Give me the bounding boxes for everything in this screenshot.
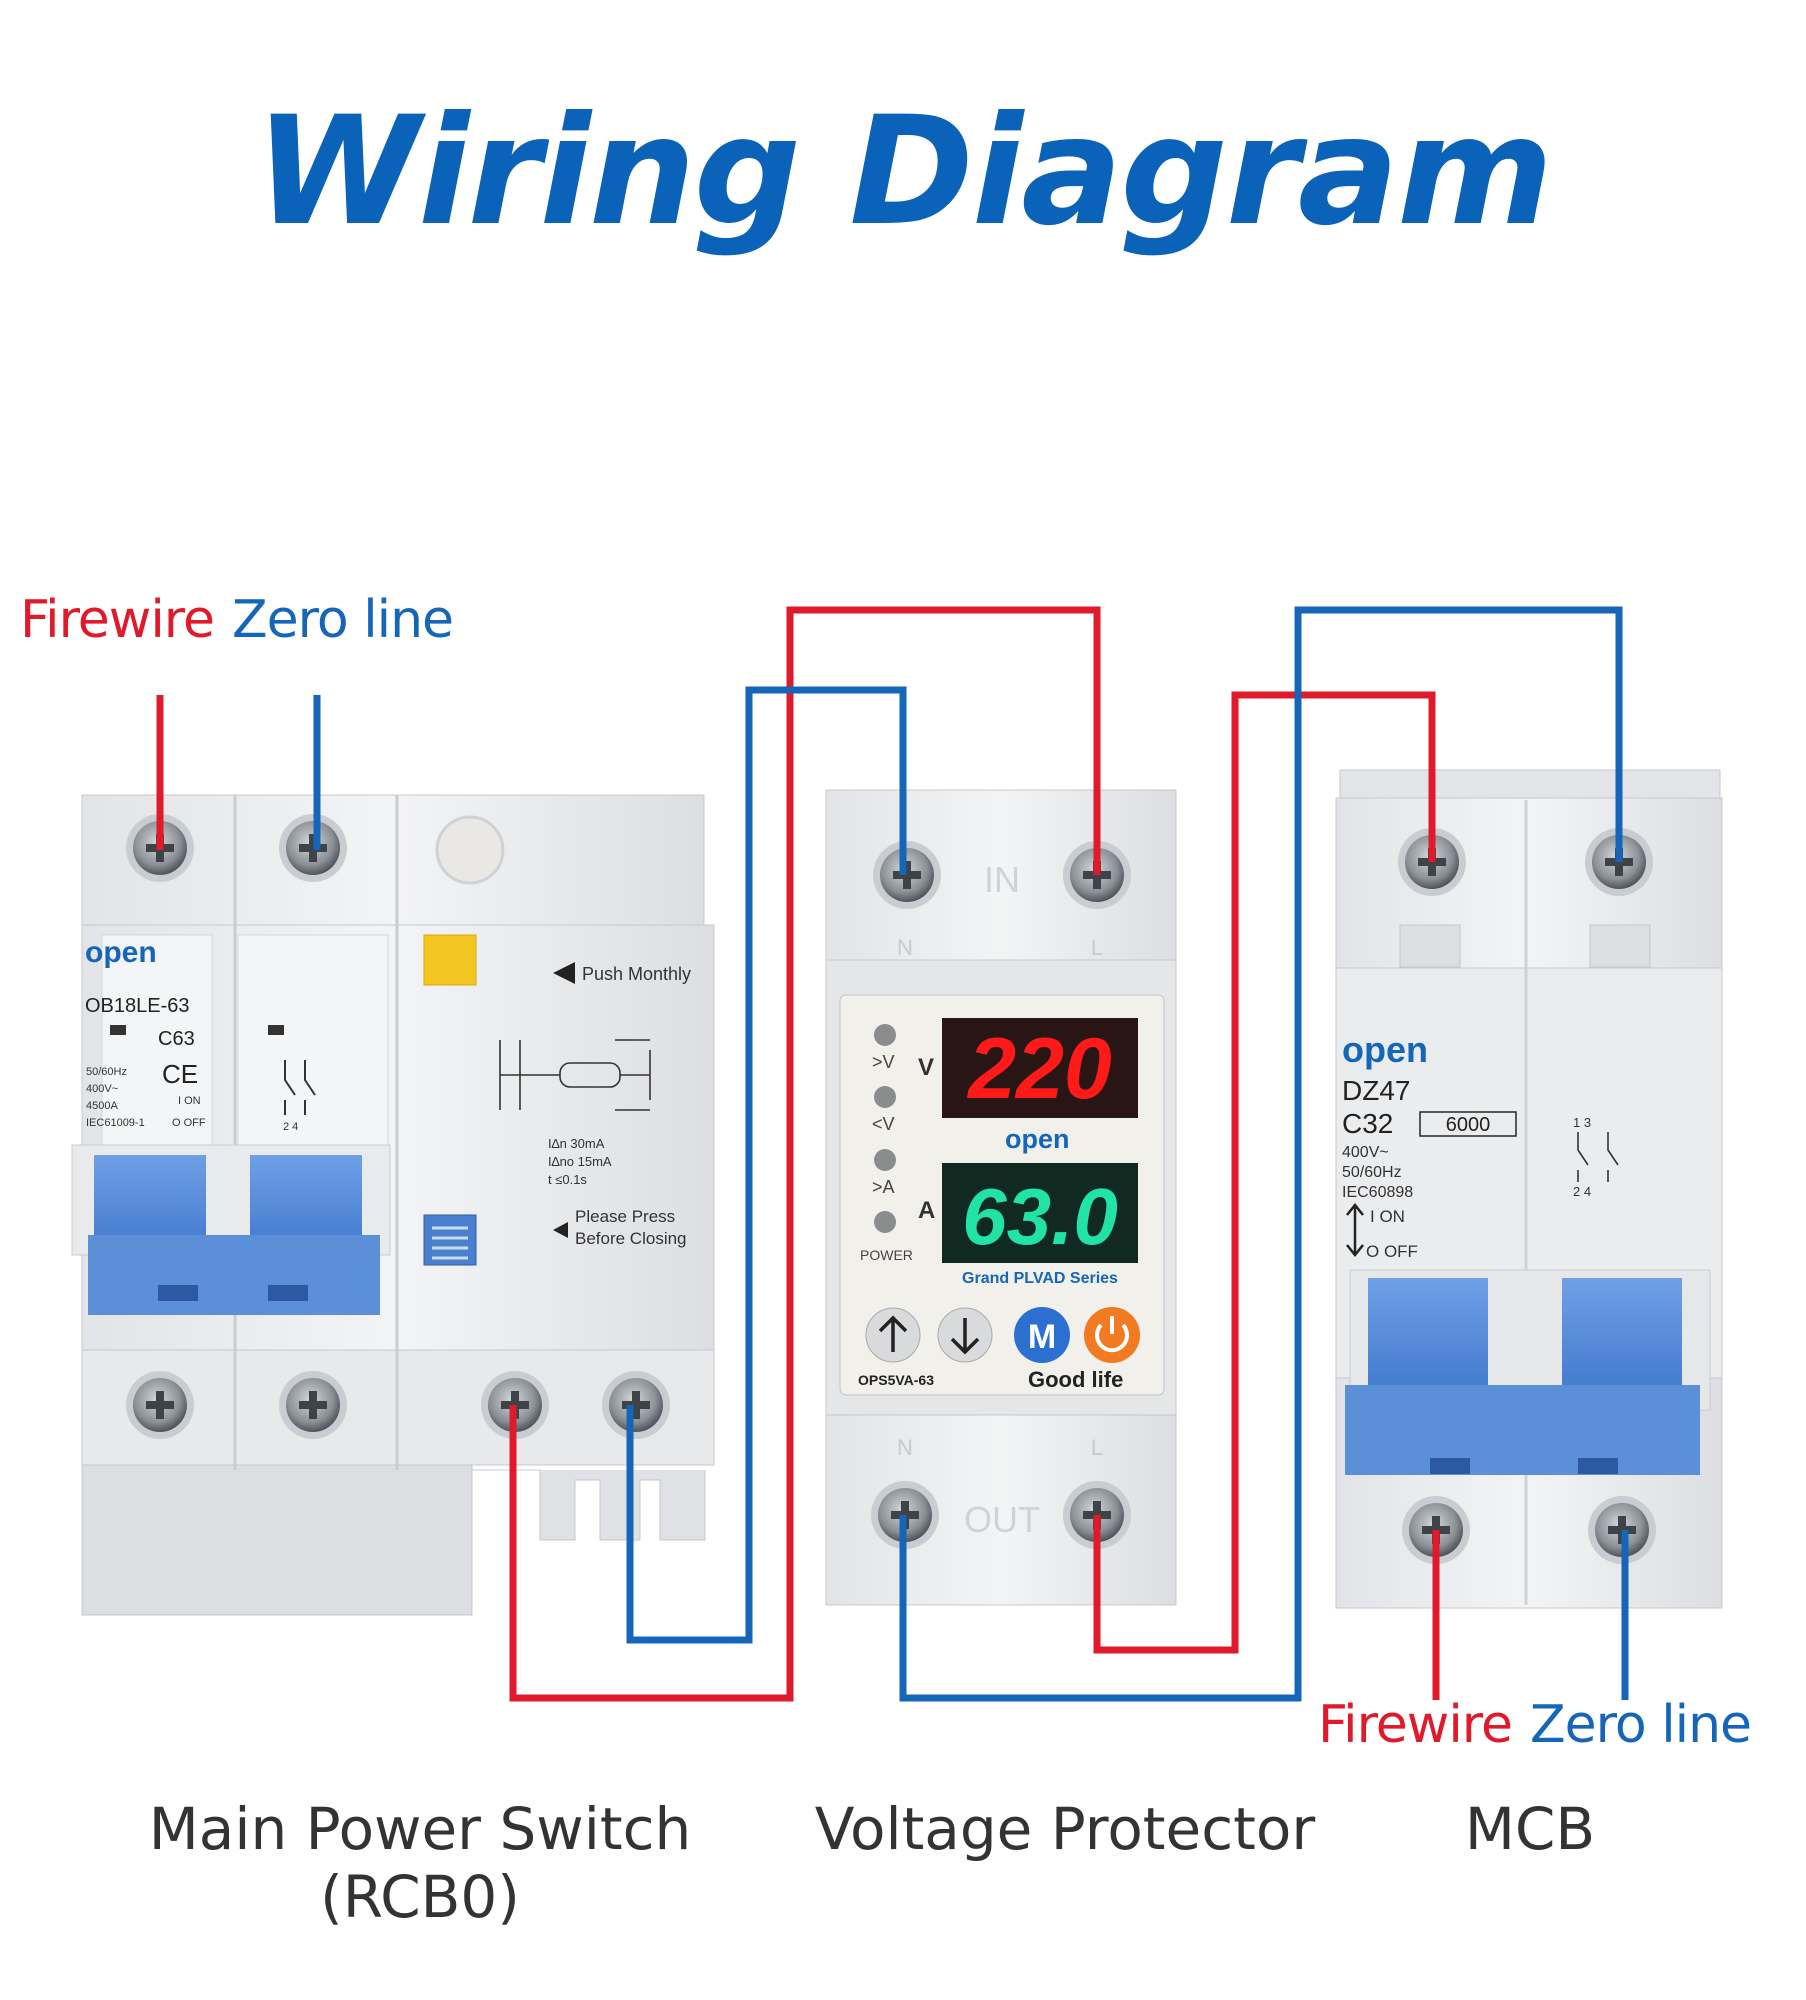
wires bbox=[156, 606, 1629, 1702]
rcbo-test-button[interactable] bbox=[423, 934, 477, 986]
mcb-terminal-top: 1 3 bbox=[1573, 1115, 1591, 1130]
rcbo-spec-3: 4500A bbox=[86, 1100, 118, 1112]
rcbo-off-label: O OFF bbox=[172, 1117, 206, 1129]
rcbo-trip-time-label: t ≤0.1s bbox=[548, 1172, 587, 1187]
protector-voltage-unit: V bbox=[918, 1054, 934, 1081]
rcbo-terminal-numbers: 2 4 bbox=[283, 1121, 298, 1133]
rcbo-brand-logo-icon: open bbox=[85, 936, 157, 969]
protector-indicator-1-label: >V bbox=[872, 1052, 895, 1072]
protector-to-mcb-firewire bbox=[1093, 691, 1436, 1654]
mcb-rating: C32 bbox=[1342, 1108, 1393, 1139]
mcb-on-label: I ON bbox=[1370, 1207, 1405, 1226]
rcbo-output-1-screw-icon[interactable] bbox=[126, 1371, 194, 1439]
output-firewire-label: Firewire bbox=[1318, 1695, 1513, 1755]
protector-out-l-label: L bbox=[1091, 1435, 1103, 1460]
arrow-up-icon bbox=[878, 1315, 908, 1352]
protector-indicator-4-icon bbox=[874, 1211, 896, 1233]
arrow-down-icon bbox=[950, 1318, 980, 1355]
protector-in-n-label: N bbox=[897, 935, 913, 960]
protector-power-button[interactable] bbox=[1084, 1307, 1140, 1363]
mcb-model: DZ47 bbox=[1342, 1075, 1410, 1106]
input-zero-line-label: Zero line bbox=[232, 590, 454, 650]
rcbo-output-2-screw-icon[interactable] bbox=[279, 1371, 347, 1439]
protector-indicator-3-label: >A bbox=[872, 1177, 895, 1197]
protector-current-unit: A bbox=[918, 1197, 935, 1224]
rcbo-iano-label: I∆no 15mA bbox=[548, 1154, 612, 1169]
protector-in-n-screw-icon[interactable] bbox=[873, 841, 941, 909]
rcbo-toggle-bar[interactable] bbox=[88, 1235, 380, 1315]
mcb-spec-1: 400V~ bbox=[1342, 1144, 1389, 1161]
rcbo-test-window-icon bbox=[435, 815, 505, 885]
protector-in-l-label: L bbox=[1091, 935, 1103, 960]
mcb-toggle-1[interactable] bbox=[1368, 1278, 1488, 1398]
rcbo-ce-mark-icon: CE bbox=[162, 1059, 198, 1089]
rcbo-circuit-symbol-icon bbox=[284, 1060, 316, 1115]
mcb-off-label: O OFF bbox=[1366, 1242, 1418, 1261]
rcbo-caption-line-2: (RCB0) bbox=[320, 1863, 520, 1931]
mcb-toggle-bar[interactable] bbox=[1345, 1385, 1700, 1475]
mcb-spec-2: 50/60Hz bbox=[1342, 1164, 1402, 1181]
page-title: Wiring Diagram bbox=[254, 85, 1554, 259]
protector-mode-button[interactable] bbox=[1014, 1307, 1070, 1363]
rcbo-ian-label: I∆n 30mA bbox=[548, 1136, 605, 1151]
rcbo-rating: C63 bbox=[158, 1028, 195, 1050]
protector-out-n-label: N bbox=[897, 1435, 913, 1460]
rcbo-spec-4: IEC61009-1 bbox=[86, 1117, 145, 1129]
rcbo-rcd-schematic-icon bbox=[499, 1039, 651, 1111]
protector-voltage-display bbox=[942, 1018, 1138, 1118]
protector-current-reading: 63.0 bbox=[962, 1172, 1118, 1261]
rcbo-press-line-1: Please Press bbox=[575, 1207, 675, 1226]
protector-slogan: Good life bbox=[1028, 1367, 1123, 1392]
protector-brand-logo-icon: open bbox=[1005, 1124, 1070, 1154]
mcb-device: open DZ47 C32 6000 400V~ 50/60Hz IEC6089… bbox=[1335, 769, 1723, 1609]
mcb-terminal-bottom: 2 4 bbox=[1573, 1184, 1591, 1199]
protector-mode-label: M bbox=[1028, 1318, 1056, 1356]
protector-to-mcb-zero-line bbox=[899, 606, 1623, 1702]
input-firewire-label: Firewire bbox=[20, 590, 215, 650]
mcb-caption: MCB bbox=[1464, 1795, 1596, 1863]
protector-indicator-4-label: POWER bbox=[860, 1247, 913, 1263]
rcbo-caption: Main Power Switch (RCB0) bbox=[110, 1795, 730, 1931]
rcbo-device: Push Monthly open OB18LE-63 C63 50/60Hz … bbox=[71, 794, 715, 1616]
mcb-toggle-2[interactable] bbox=[1562, 1278, 1682, 1398]
protector-series-label: Grand PLVAD Series bbox=[962, 1270, 1118, 1287]
rcbo-push-label: Push Monthly bbox=[582, 964, 691, 984]
protector-indicator-2-icon bbox=[874, 1086, 896, 1108]
protector-voltage-reading: 220 bbox=[966, 1021, 1112, 1117]
power-icon bbox=[1095, 1323, 1129, 1353]
output-zero-line-label: Zero line bbox=[1530, 1695, 1752, 1755]
voltage-protector-device: IN N L >V <V >A POWER V A 220 open 63.0 … bbox=[825, 789, 1177, 1606]
rcbo-spec-1: 50/60Hz bbox=[86, 1066, 127, 1078]
rcbo-input-n-screw-icon[interactable] bbox=[279, 814, 347, 882]
mcb-brand-logo-icon: open bbox=[1342, 1029, 1428, 1070]
protector-model: OPS5VA-63 bbox=[858, 1372, 934, 1388]
rcbo-to-protector-firewire bbox=[509, 606, 1101, 1702]
rcbo-spec-2: 400V~ bbox=[86, 1083, 118, 1095]
rcbo-on-label: I ON bbox=[178, 1095, 201, 1107]
rcbo-caption-line-1: Main Power Switch bbox=[148, 1795, 692, 1863]
mcb-breaking-capacity: 6000 bbox=[1446, 1114, 1491, 1136]
protector-indicator-1-icon bbox=[874, 1024, 896, 1046]
rcbo-model: OB18LE-63 bbox=[85, 995, 190, 1017]
protector-current-display bbox=[942, 1163, 1138, 1263]
rcbo-to-protector-zero-line bbox=[626, 686, 907, 1644]
mcb-spec-3: IEC60898 bbox=[1342, 1184, 1413, 1201]
protector-caption: Voltage Protector bbox=[814, 1795, 1316, 1863]
protector-indicator-2-label: <V bbox=[872, 1114, 895, 1134]
mcb-on-off-arrow-icon bbox=[1346, 1202, 1364, 1258]
mcb-circuit-symbol-icon bbox=[1577, 1132, 1619, 1182]
rcbo-press-line-2: Before Closing bbox=[575, 1229, 687, 1248]
protector-indicator-3-icon bbox=[874, 1149, 896, 1171]
protector-out-label: OUT bbox=[964, 1499, 1040, 1540]
rcbo-output-n-screw-icon[interactable] bbox=[602, 1371, 670, 1439]
protector-in-label: IN bbox=[984, 859, 1020, 900]
